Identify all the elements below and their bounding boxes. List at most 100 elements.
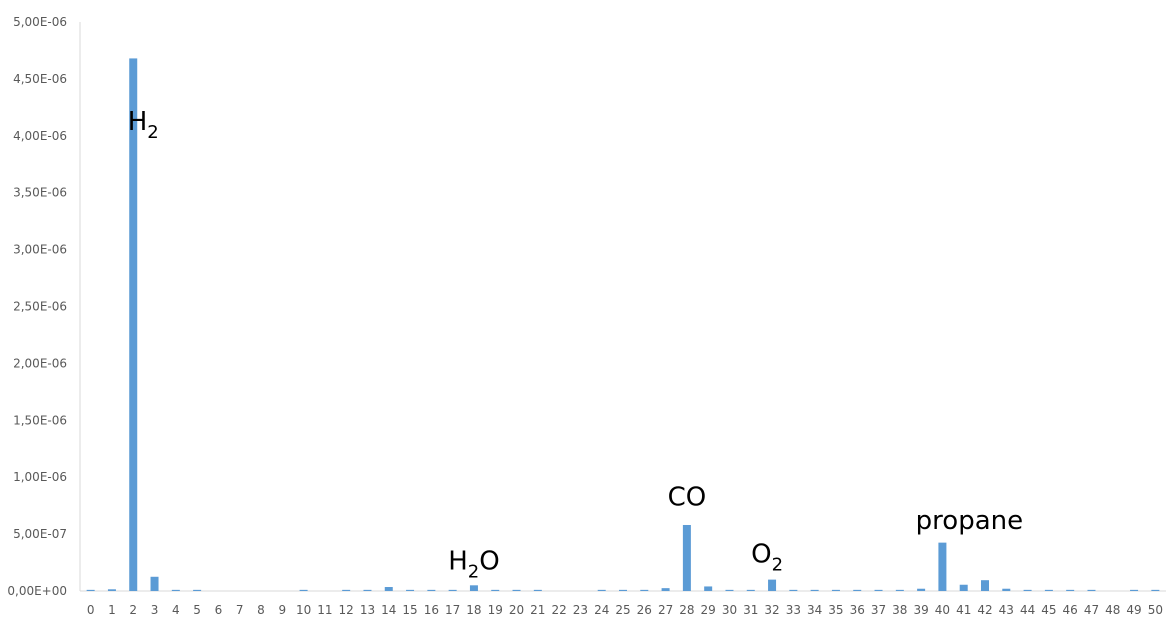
- x-tick-label: 44: [1020, 603, 1035, 617]
- bar-39: [917, 588, 926, 591]
- bar-12: [342, 589, 351, 591]
- bar-36: [853, 589, 862, 591]
- bar-32: [768, 579, 777, 591]
- y-tick-label: 0,00E+00: [7, 584, 67, 598]
- bar-31: [746, 589, 755, 591]
- x-tick-label: 10: [296, 603, 311, 617]
- bar-16: [427, 589, 436, 591]
- x-tick-label: 25: [615, 603, 630, 617]
- bar-17: [448, 589, 457, 591]
- y-tick-label: 2,00E-06: [13, 356, 67, 370]
- x-tick-label: 18: [466, 603, 481, 617]
- x-tick-label: 7: [236, 603, 244, 617]
- bar-4: [171, 589, 180, 591]
- x-tick-label: 16: [424, 603, 439, 617]
- x-tick-label: 9: [278, 603, 286, 617]
- x-tick-label: 8: [257, 603, 265, 617]
- y-tick-label: 3,00E-06: [13, 243, 67, 257]
- x-tick-label: 21: [530, 603, 545, 617]
- x-tick-label: 46: [1063, 603, 1078, 617]
- x-tick-label: 29: [701, 603, 716, 617]
- y-tick-label: 5,00E-07: [13, 527, 67, 541]
- x-tick-label: 2: [129, 603, 137, 617]
- x-tick-label: 33: [786, 603, 801, 617]
- x-tick-label: 13: [360, 603, 375, 617]
- bar-18: [469, 585, 478, 591]
- annotation-h2: H2: [128, 107, 159, 143]
- bar-2: [129, 58, 138, 591]
- bar-14: [384, 587, 393, 591]
- x-tick-label: 34: [807, 603, 822, 617]
- x-tick-label: 38: [892, 603, 907, 617]
- x-tick-label: 22: [551, 603, 566, 617]
- bar-28: [682, 524, 691, 591]
- bar-47: [1087, 589, 1096, 591]
- annotation-co: CO: [668, 483, 707, 513]
- bar-40: [938, 542, 947, 591]
- x-tick-label: 23: [573, 603, 588, 617]
- bar-49: [1130, 589, 1139, 591]
- x-tick-label: 14: [381, 603, 396, 617]
- bar-46: [1066, 589, 1075, 591]
- x-tick-label: 19: [488, 603, 503, 617]
- x-tick-label: 5: [193, 603, 201, 617]
- y-tick-label: 1,50E-06: [13, 413, 67, 427]
- bar-35: [831, 589, 840, 591]
- x-tick-label: 27: [658, 603, 673, 617]
- bar-25: [619, 589, 627, 591]
- x-tick-label: 47: [1084, 603, 1099, 617]
- y-tick-label: 4,50E-06: [13, 72, 67, 86]
- x-tick-label: 28: [679, 603, 694, 617]
- bar-24: [597, 589, 606, 591]
- y-tick-label: 5,00E-06: [13, 15, 67, 29]
- bar-0: [86, 589, 95, 591]
- bar-5: [193, 589, 202, 591]
- x-tick-label: 35: [828, 603, 843, 617]
- x-tick-label: 42: [977, 603, 992, 617]
- bar-37: [874, 589, 883, 591]
- x-tick-label: 45: [1041, 603, 1056, 617]
- bar-10: [299, 589, 308, 591]
- annotation-o2: O2: [751, 540, 783, 576]
- bar-42: [981, 580, 989, 591]
- bar-19: [491, 589, 500, 591]
- x-tick-label: 48: [1105, 603, 1120, 617]
- x-tick-label: 20: [509, 603, 524, 617]
- x-tick-label: 43: [999, 603, 1014, 617]
- x-tick-label: 37: [871, 603, 886, 617]
- y-tick-label: 1,00E-06: [13, 470, 67, 484]
- x-tick-label: 49: [1126, 603, 1141, 617]
- x-tick-label: 3: [151, 603, 159, 617]
- bar-20: [512, 589, 521, 591]
- bar-13: [363, 589, 372, 591]
- bar-21: [533, 589, 542, 591]
- bar-45: [1044, 589, 1053, 591]
- x-tick-label: 50: [1148, 603, 1163, 617]
- x-tick-label: 4: [172, 603, 180, 617]
- bar-50: [1151, 589, 1160, 591]
- x-tick-label: 31: [743, 603, 758, 617]
- x-tick-label: 26: [637, 603, 652, 617]
- y-tick-label: 2,50E-06: [13, 300, 67, 314]
- x-tick-label: 11: [317, 603, 332, 617]
- bar-38: [895, 589, 904, 591]
- bar-29: [704, 586, 713, 591]
- y-axis-tick-labels: 0,00E+00 5,00E-07 1,00E-06 1,50E-06 2,00E-06…: [7, 15, 67, 598]
- bar-30: [725, 589, 734, 591]
- x-tick-label: 12: [339, 603, 354, 617]
- bars: [86, 58, 1160, 591]
- x-tick-label: 39: [913, 603, 928, 617]
- bar-3: [150, 576, 159, 591]
- bar-33: [789, 589, 798, 591]
- bar-41: [959, 584, 968, 591]
- x-tick-label: 36: [850, 603, 865, 617]
- x-tick-label: 32: [764, 603, 779, 617]
- bar-15: [406, 589, 415, 591]
- bar-1: [107, 589, 116, 591]
- bar-34: [810, 589, 819, 591]
- x-tick-label: 15: [402, 603, 417, 617]
- y-tick-label: 3,50E-06: [13, 186, 67, 200]
